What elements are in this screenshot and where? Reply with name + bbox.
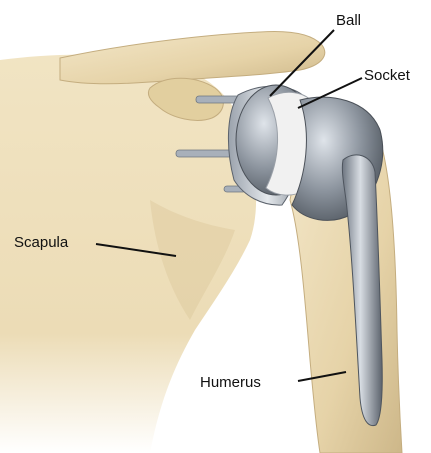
scapula-label: Scapula — [14, 234, 69, 251]
ball-label: Ball — [336, 12, 361, 29]
humerus-label: Humerus — [200, 374, 261, 391]
screw-lower — [176, 150, 234, 157]
socket-label: Socket — [364, 67, 411, 84]
